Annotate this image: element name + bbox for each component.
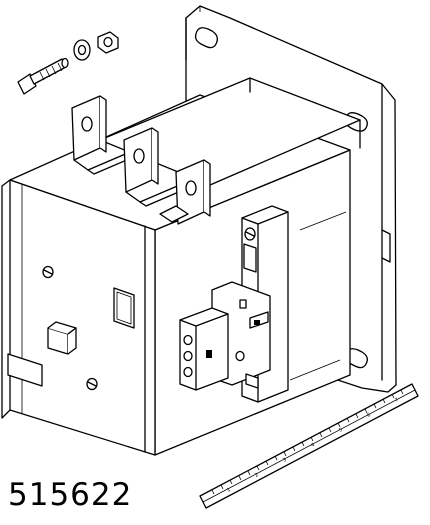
ruler-label-2: 2 bbox=[254, 472, 260, 479]
ruler-label-4: 4 bbox=[310, 442, 316, 449]
washer-icon bbox=[73, 39, 91, 61]
indicator-window bbox=[113, 287, 135, 329]
label-window bbox=[7, 353, 43, 387]
ruler-label-3: 3 bbox=[282, 457, 288, 464]
ruler-label-7: 7 bbox=[394, 397, 400, 404]
scale-ruler-icon: 1 2 3 4 5 6 7 bbox=[199, 383, 419, 509]
front-screw-top bbox=[42, 265, 54, 279]
ruler-label-6: 6 bbox=[366, 412, 372, 419]
ruler-label-5: 5 bbox=[338, 427, 344, 434]
nut-icon bbox=[97, 31, 119, 54]
ruler-label-1: 1 bbox=[226, 487, 232, 494]
terminal-2 bbox=[123, 127, 189, 207]
part-number: 515622 bbox=[8, 477, 133, 513]
bolt-icon bbox=[17, 57, 69, 95]
terminal-3 bbox=[159, 159, 211, 225]
contactor-drawing bbox=[1, 5, 397, 456]
test-button bbox=[47, 321, 77, 355]
auxiliary-contact-block bbox=[179, 205, 289, 403]
terminal-1 bbox=[71, 95, 137, 175]
front-screw-bottom bbox=[86, 377, 98, 391]
